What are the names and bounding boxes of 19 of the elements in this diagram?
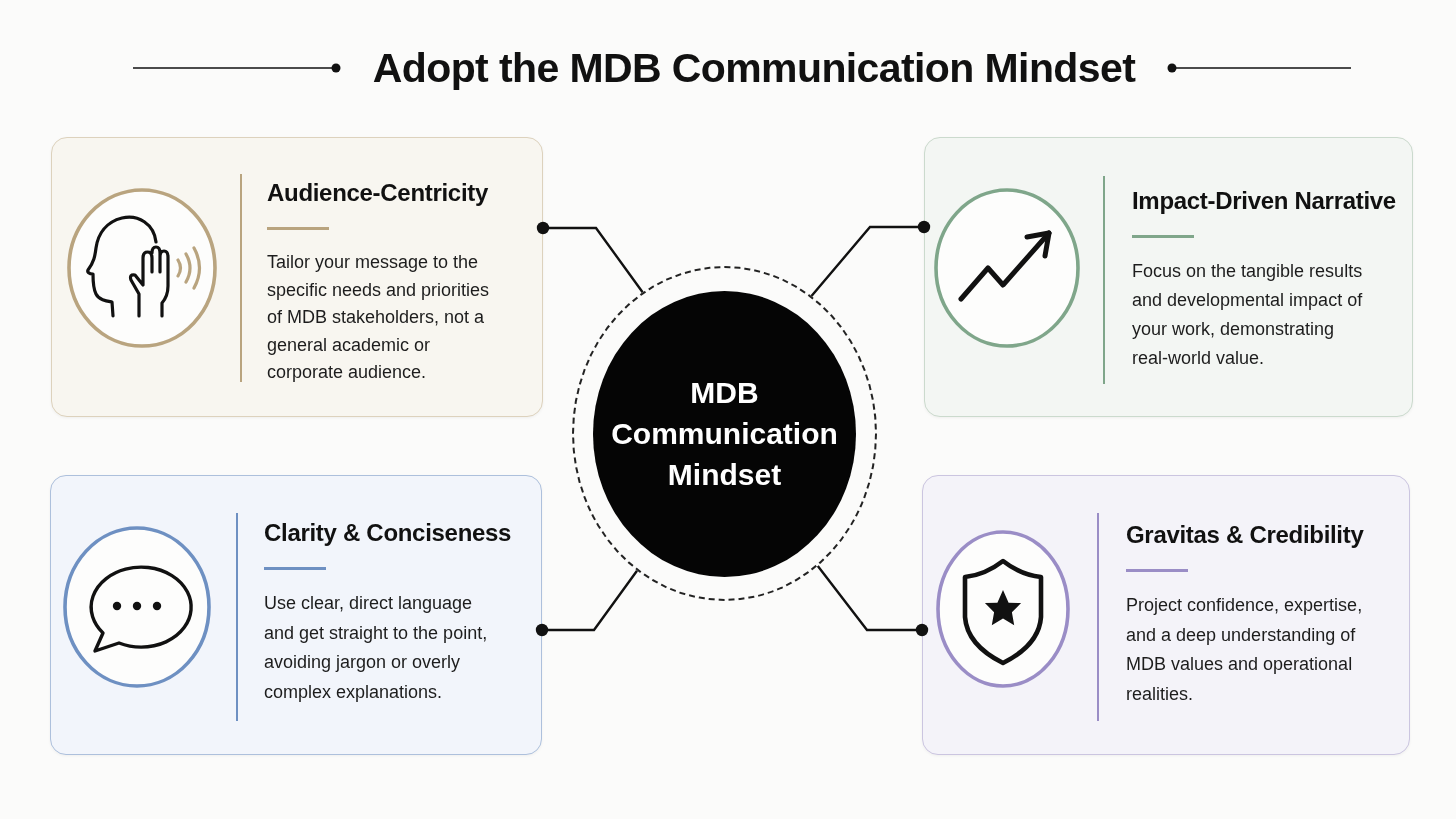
card-heading: Impact-Driven Narrative — [1132, 186, 1396, 216]
card-description: Use clear, direct language and get straight to the point, avoiding jargon or overly complex explanations. — [264, 592, 489, 704]
card-description: Tailor your message to the specific needs and priorities of MDB stakeholders, not a general academic or corporate audience. — [267, 251, 491, 384]
topic-card — [924, 137, 1413, 417]
card-description: Project confidence, expertise, and a deep understanding of MDB values and operational realities. — [1126, 594, 1364, 706]
hub-title: MDB Communication Mindset — [610, 375, 839, 493]
connector — [535, 570, 638, 637]
card-heading: Clarity & Conciseness — [264, 518, 512, 548]
card-heading: Gravitas & Credibility — [1126, 520, 1364, 550]
topic-card — [51, 137, 543, 417]
hub-circle — [572, 266, 877, 601]
connector — [816, 565, 929, 637]
connector — [536, 221, 644, 293]
page-title: Adopt the MDB Communication Mindset — [372, 44, 1136, 93]
card-heading: Audience-Centricity — [267, 178, 488, 208]
connector — [810, 220, 931, 297]
topic-card — [50, 475, 542, 755]
topic-card — [922, 475, 1410, 755]
card-description: Focus on the tangible results and developmental impact of your work, demonstrating real-world value. — [1132, 260, 1363, 370]
